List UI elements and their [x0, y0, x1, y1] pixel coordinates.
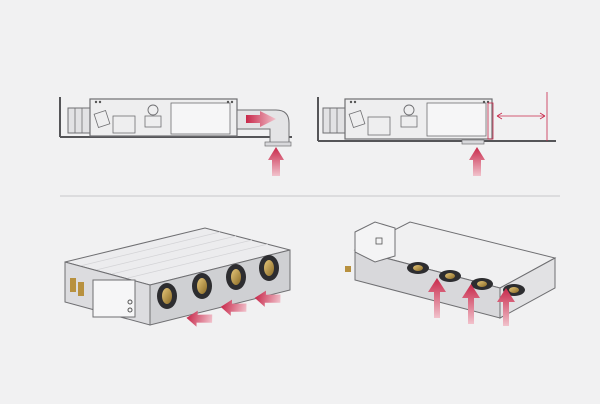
iso-view-bottom-intake: [345, 221, 557, 326]
side-view-bottom-intake: [317, 92, 556, 176]
fan-icon: [407, 262, 429, 274]
filter-slot: [487, 102, 494, 140]
return-grille: [264, 141, 292, 147]
unit-front-face: [149, 249, 291, 326]
fan-icon: [226, 264, 246, 290]
unit-right-face: [499, 257, 556, 319]
drain-pump: [93, 109, 111, 129]
arrow-up-icon: [462, 284, 480, 324]
arrow-right-icon: [254, 290, 281, 307]
pipe-connector: [70, 278, 76, 292]
outlet-flange: [67, 107, 91, 134]
arrow-up-icon: [469, 147, 485, 176]
coil-panel: [426, 102, 487, 137]
fan-icon: [471, 278, 493, 290]
fan-icon: [192, 273, 212, 299]
control-box: [354, 221, 396, 263]
return-grille: [461, 139, 485, 145]
fan-icon: [439, 270, 461, 282]
arrow-up-icon: [268, 147, 284, 176]
iso-view-rear-intake: [64, 227, 291, 327]
side-view-rear-intake: [59, 97, 292, 176]
arrow-up-icon: [428, 278, 446, 318]
control-box: [367, 116, 391, 136]
fan-motor-icon: [147, 104, 159, 116]
arrow-up-icon: [497, 288, 515, 326]
pipe-connector: [345, 266, 351, 272]
fan-icon: [157, 283, 177, 309]
coil-panel: [170, 102, 231, 135]
outlet-flange: [322, 107, 346, 134]
drain-pump: [348, 109, 366, 129]
control-box: [112, 115, 136, 134]
arrow-right-icon: [246, 111, 276, 127]
arrow-right-icon: [186, 310, 213, 327]
fan-motor-icon: [403, 104, 415, 116]
arrow-right-icon: [220, 299, 247, 316]
fan-icon: [259, 255, 279, 281]
